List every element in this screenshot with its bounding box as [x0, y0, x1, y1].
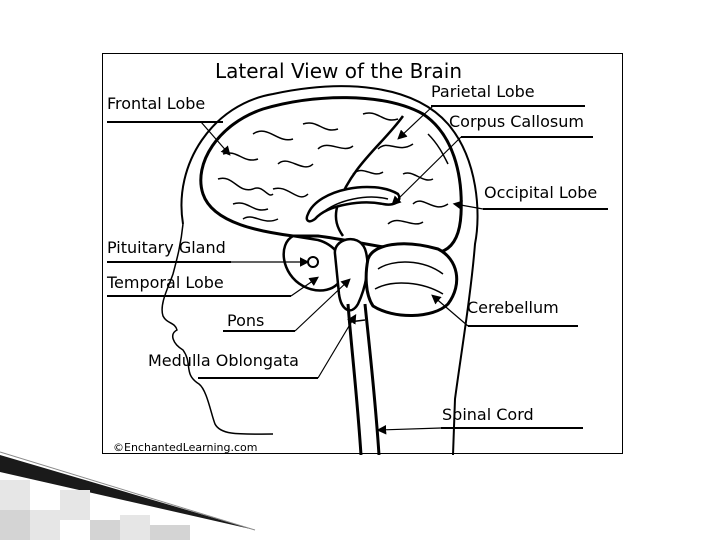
label-temporal-lobe: Temporal Lobe [107, 273, 224, 292]
face-profile [161, 223, 274, 435]
brain-diagram [107, 85, 608, 455]
pons [333, 237, 369, 312]
slide-checker-decoration [0, 480, 190, 540]
pituitary-gland [307, 256, 319, 268]
label-pituitary-gland: Pituitary Gland [107, 238, 226, 257]
slide-ribbon-decoration [0, 451, 256, 531]
corpus-callosum [305, 185, 401, 223]
label-parietal-lobe: Parietal Lobe [431, 82, 535, 101]
label-medulla-oblongata: Medulla Oblongata [148, 351, 299, 370]
diagram-title: Lateral View of the Brain [215, 59, 463, 83]
label-frontal-lobe: Frontal Lobe [107, 94, 206, 113]
diagram-frame: Lateral View of the Brain Frontal Lobe P… [102, 53, 623, 455]
label-pons: Pons [227, 311, 265, 330]
label-occipital-lobe: Occipital Lobe [484, 183, 598, 202]
credit-text: ©EnchantedLearning.com [113, 441, 258, 454]
label-corpus-callosum: Corpus Callosum [449, 112, 584, 131]
spinal-cord [346, 303, 381, 455]
head-outline [180, 85, 479, 455]
label-cerebellum: Cerebellum [467, 298, 559, 317]
label-spinal-cord: Spinal Cord [442, 405, 534, 424]
